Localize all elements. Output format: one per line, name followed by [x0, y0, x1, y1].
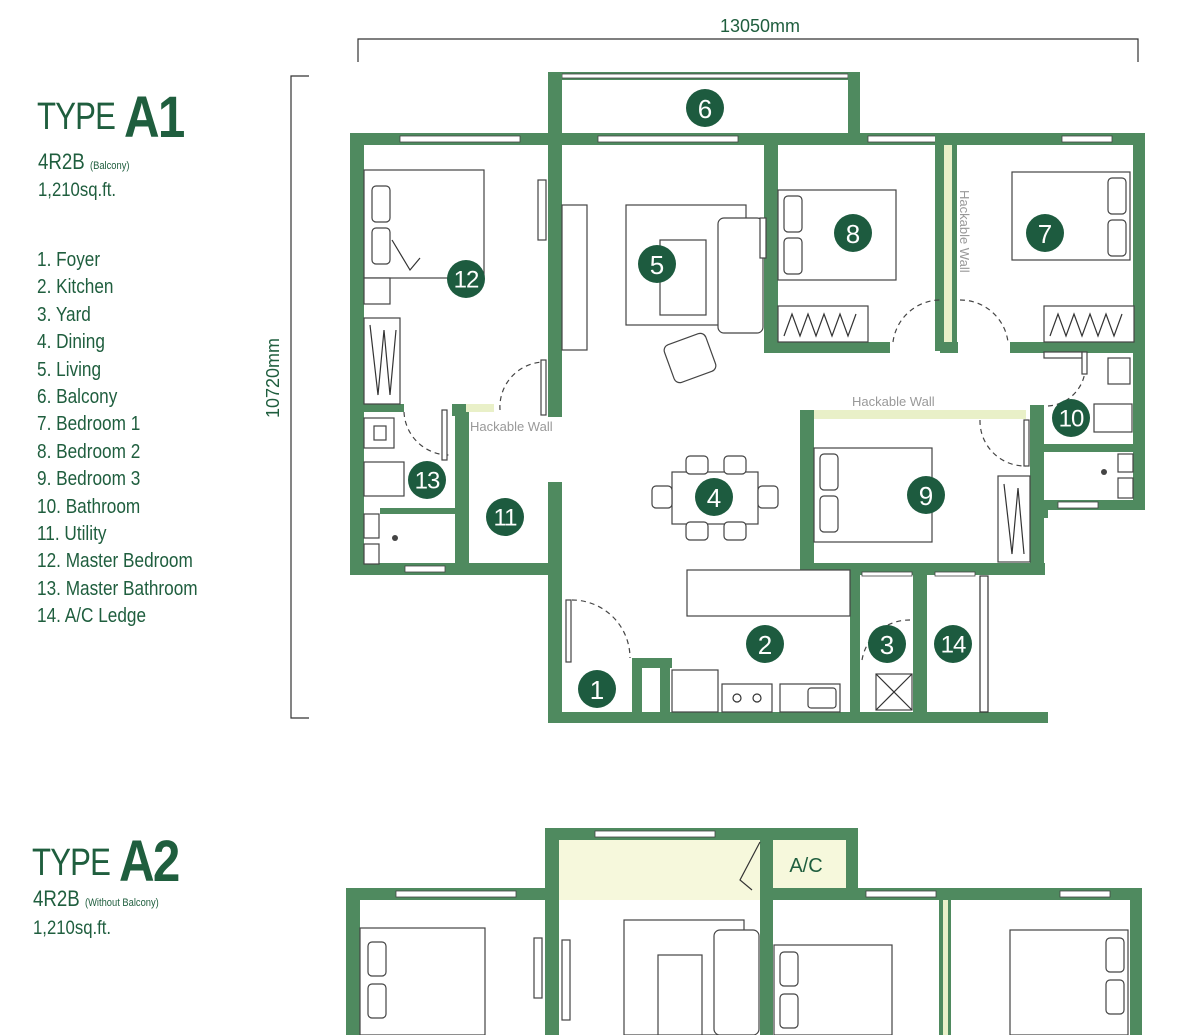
svg-text:3: 3: [880, 630, 894, 660]
type-a1-code: A1: [124, 85, 185, 150]
legend-item: 9. Bedroom 3: [37, 468, 141, 491]
svg-text:1: 1: [590, 675, 604, 705]
room-marker: 10: [1052, 399, 1090, 437]
legend-item: 6. Balcony: [37, 386, 118, 409]
room-marker: 7: [1026, 214, 1064, 252]
type-a1-heading: TYPE: [37, 96, 132, 139]
svg-text:6: 6: [698, 94, 712, 124]
legend-item: 3. Yard: [37, 303, 91, 326]
legend-item: 5. Living: [37, 358, 102, 381]
dimension-width: 13050mm: [720, 16, 800, 36]
type-a2-code: A2: [119, 829, 180, 894]
svg-text:9: 9: [919, 481, 933, 511]
type-label: TYPE: [37, 96, 116, 138]
legend-item: 2. Kitchen: [37, 276, 114, 299]
room-marker: 11: [486, 498, 524, 536]
room-marker: 8: [834, 214, 872, 252]
legend-item: 13. Master Bathroom: [37, 577, 198, 600]
config-note: (Without Balcony): [84, 897, 159, 909]
legend-item: 12. Master Bedroom: [37, 550, 193, 573]
room-marker: 13: [408, 461, 446, 499]
room-marker: 3: [868, 625, 906, 663]
room-marker: 2: [746, 625, 784, 663]
room-marker: 14: [934, 625, 972, 663]
room-legend: 1. Foyer 2. Kitchen 3. Yard 4. Dining 5.…: [37, 247, 224, 631]
legend-item: 4. Dining: [37, 331, 105, 354]
svg-text:8: 8: [846, 219, 860, 249]
room-marker: 12: [447, 260, 485, 298]
room-marker: 4: [695, 478, 733, 516]
room-marker: 9: [907, 476, 945, 514]
room-marker: 5: [638, 245, 676, 283]
svg-text:2: 2: [758, 630, 772, 660]
svg-text:4: 4: [707, 483, 721, 513]
type-a1-config: 4R2B (Balcony): [38, 149, 130, 174]
svg-text:10: 10: [1059, 406, 1084, 433]
hackable-wall-label: Hackable Wall: [470, 419, 553, 434]
svg-text:11: 11: [494, 505, 518, 532]
hackable-wall-label: Hackable Wall: [852, 394, 935, 409]
floor-plan-a1: Hackable Wall Hackable Wall Hackable Wal…: [350, 72, 1145, 723]
dimension-height: 10720mm: [263, 338, 283, 418]
type-a1-area: 1,210sq.ft.: [38, 180, 117, 201]
config-note: (Balcony): [89, 160, 130, 172]
svg-text:7: 7: [1038, 219, 1052, 249]
legend-item: 14. A/C Ledge: [37, 605, 147, 628]
legend-item: 1. Foyer: [37, 249, 101, 271]
dimension-lines: [290, 38, 1139, 719]
floor-plan-a2: A/C: [346, 828, 1142, 1035]
room-marker: 6: [686, 89, 724, 127]
svg-text:5: 5: [650, 250, 664, 280]
hackable-wall-label: Hackable Wall: [957, 190, 972, 273]
legend-item: 7. Bedroom 1: [37, 413, 141, 436]
legend-item: 10. Bathroom: [37, 495, 141, 518]
svg-text:12: 12: [454, 267, 479, 294]
type-a2-area: 1,210sq.ft.: [33, 918, 112, 939]
svg-text:13: 13: [415, 468, 440, 495]
type-a2-config: 4R2B (Without Balcony): [33, 886, 159, 911]
legend-item: 8. Bedroom 2: [37, 440, 141, 463]
svg-text:14: 14: [941, 632, 966, 659]
ac-ledge-label: A/C: [789, 855, 822, 877]
type-a2-heading: TYPE: [32, 842, 111, 884]
legend-item: 11. Utility: [37, 523, 107, 546]
room-marker: 1: [578, 670, 616, 708]
